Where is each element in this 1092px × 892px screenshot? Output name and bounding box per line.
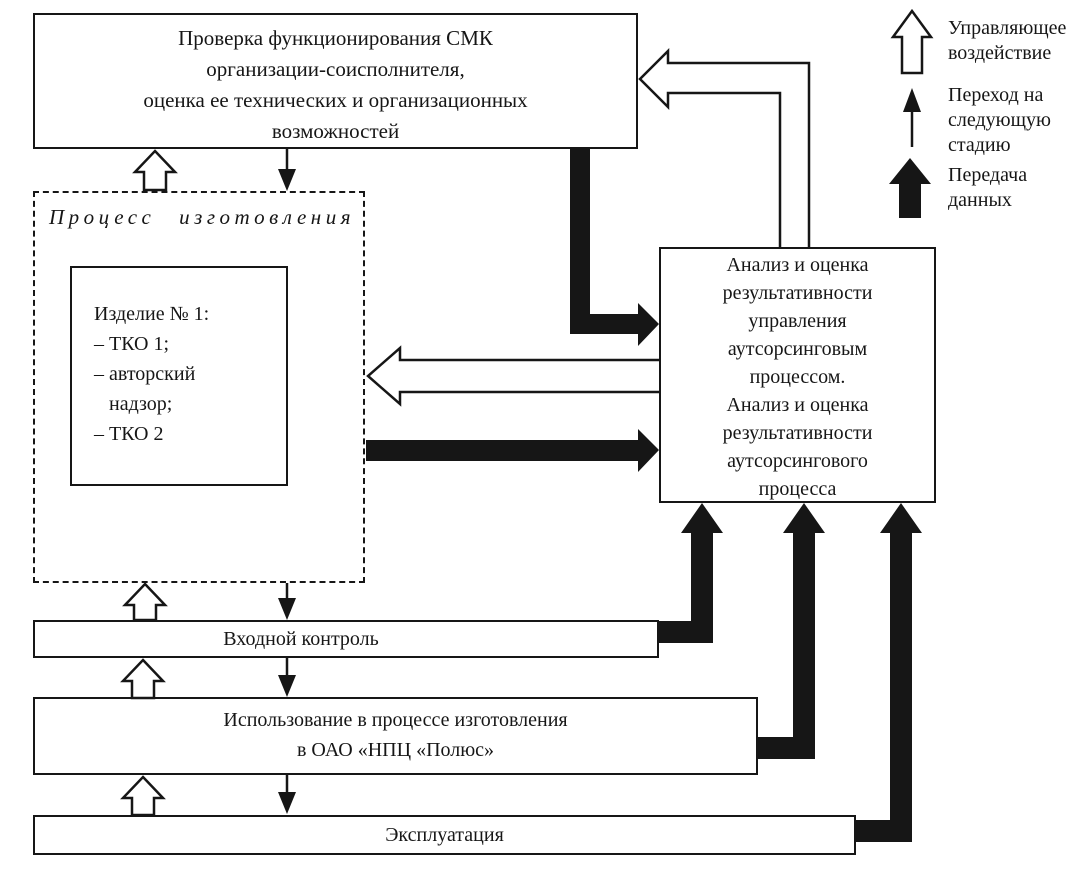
smk-check-text: Проверка функционирования СМК организаци…	[143, 26, 528, 143]
control-action-arrow-usage-to-input	[120, 658, 166, 700]
legend-control-action-label: Управляющее воздействие	[948, 17, 1067, 64]
control-action-arrow-operation-to-usage	[120, 775, 166, 817]
data-transfer-arrow-input-to-analysis	[659, 503, 723, 643]
control-action-arrow-analysis-to-check	[638, 47, 811, 247]
legend-solid-up-arrow-icon	[889, 158, 931, 218]
data-transfer-arrow-check-to-analysis	[570, 149, 659, 346]
analysis-box: Анализ и оценка результативности управле…	[659, 247, 936, 503]
manufacturing-process-title: Процесс изготовления	[49, 205, 355, 229]
input-control-text: Входной контроль	[223, 628, 379, 650]
manufacturing-process-box: Процесс изготовления	[33, 191, 365, 583]
stage-transition-arrow-process-to-input	[278, 583, 296, 620]
control-action-arrow-analysis-to-process	[366, 345, 659, 407]
stage-transition-arrow-input-to-usage	[278, 658, 296, 697]
smk-check-box: Проверка функционирования СМК организаци…	[33, 13, 638, 149]
data-transfer-arrow-process-to-analysis	[366, 429, 659, 472]
legend-stage-transition-label: Переход на следующую стадию	[948, 84, 1051, 156]
control-action-arrow-process-to-check	[132, 149, 178, 192]
legend-data-transfer-label: Передача данных	[948, 164, 1028, 211]
product-item-text: Изделие № 1: – ТКО 1; – авторский надзор…	[94, 303, 210, 445]
data-transfer-arrow-operation-to-analysis	[856, 503, 922, 842]
data-transfer-arrow-usage-to-analysis	[758, 503, 825, 759]
product-item-box: Изделие № 1: – ТКО 1; – авторский надзор…	[70, 266, 288, 486]
analysis-text: Анализ и оценка результативности управле…	[722, 254, 873, 500]
operation-text: Эксплуатация	[385, 824, 504, 846]
legend-hollow-up-arrow-icon	[890, 8, 934, 75]
input-control-box: Входной контроль	[33, 620, 659, 658]
usage-text: Использование в процессе изготовления в …	[223, 709, 568, 761]
stage-transition-arrow-check-to-process	[278, 149, 296, 191]
usage-box: Использование в процессе изготовления в …	[33, 697, 758, 775]
stage-transition-arrow-usage-to-operation	[278, 775, 296, 814]
operation-box: Эксплуатация	[33, 815, 856, 855]
control-action-arrow-input-to-process	[122, 582, 168, 622]
legend-thin-up-arrow-icon	[903, 88, 921, 147]
